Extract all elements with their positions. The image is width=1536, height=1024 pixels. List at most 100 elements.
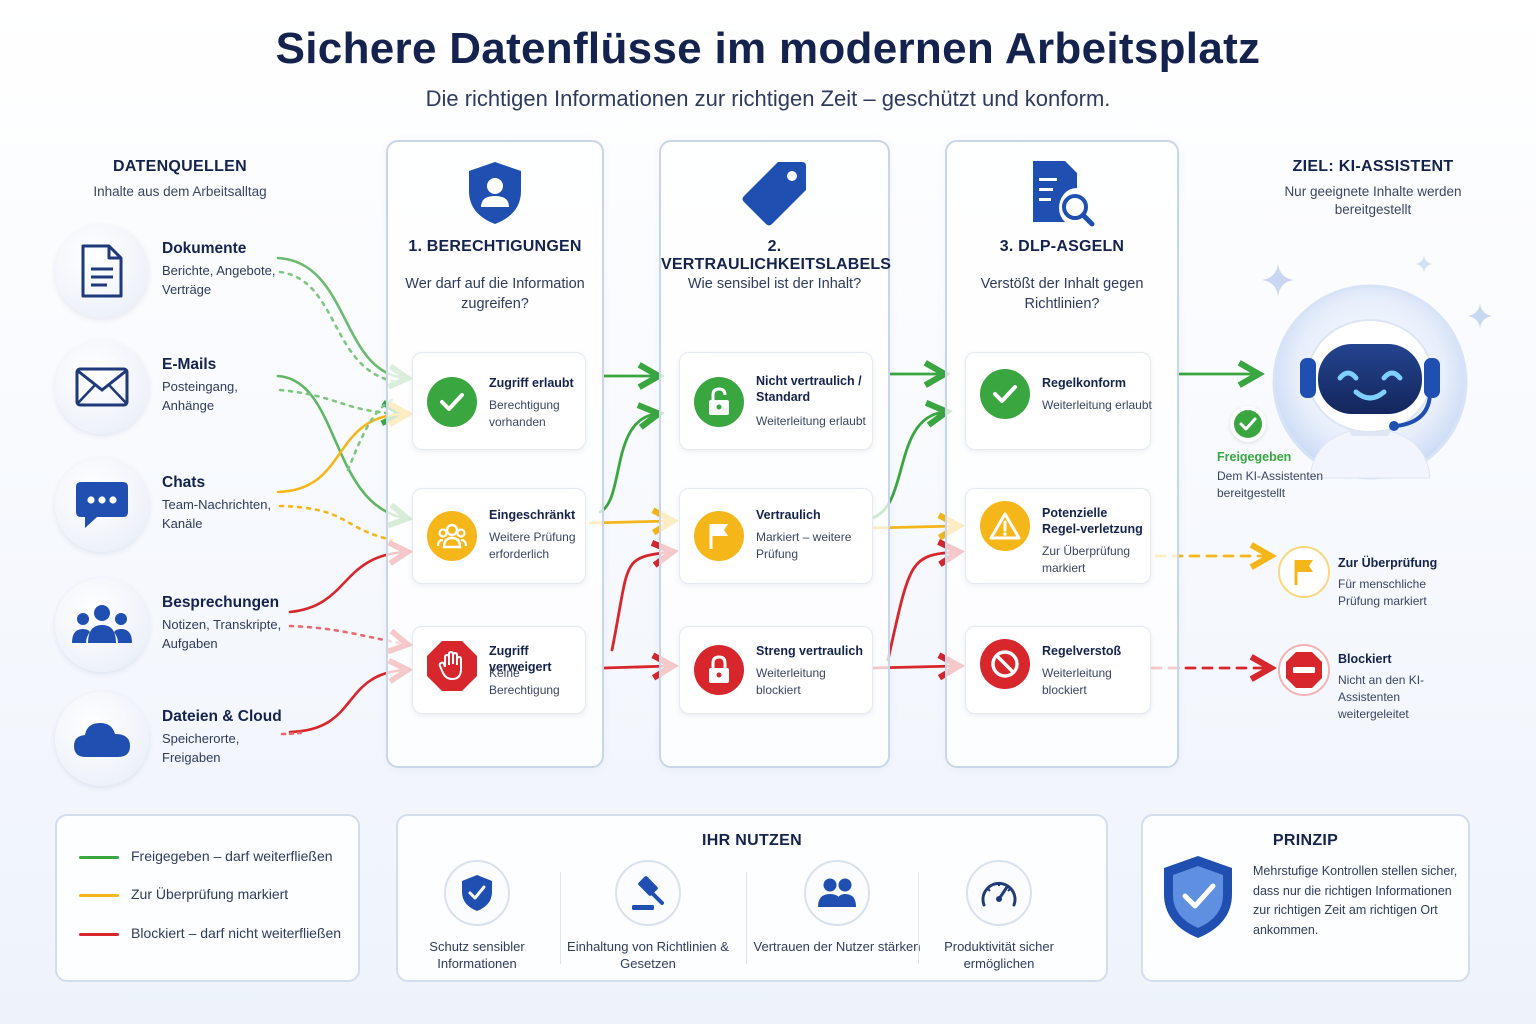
principle-panel: PRINZIP Mehrstufige Kontrollen stellen s… — [1141, 814, 1470, 982]
lock-icon — [694, 645, 744, 695]
approved-check-icon — [1230, 406, 1266, 442]
card-title: Eingeschränkt — [489, 508, 576, 522]
card-desc: Weiterleitung erlaubt — [1042, 398, 1152, 412]
cloud-icon — [55, 692, 149, 786]
flag-icon — [694, 511, 744, 561]
benefit-label: Produktivität sicher ermöglichen — [944, 939, 1054, 971]
card-strictly-confidential[interactable]: Streng vertraulich Weiterleitung blockie… — [679, 626, 873, 714]
card-access-allowed[interactable]: Zugriff erlaubt Berechtigung vorhanden — [412, 352, 586, 450]
card-title: Potenzielle Regel-verletzung — [1042, 506, 1143, 536]
card-desc: Markiert – weitere Prüfung — [756, 530, 852, 561]
card-desc: Weitere Prüfung erforderlich — [489, 530, 576, 561]
source-emails[interactable]: E-Mails Posteingang, Anhänge — [55, 340, 315, 436]
document-search-icon — [947, 158, 1177, 228]
legend-label: Zur Überprüfung markiert — [131, 886, 289, 902]
users-icon — [804, 860, 870, 926]
column-question: Wie sensibel ist der Inhalt? — [687, 276, 862, 292]
review-desc: Für menschliche Prüfung markiert — [1338, 577, 1427, 608]
card-desc: Keine Berechtigung — [489, 666, 560, 697]
shield-user-icon — [388, 160, 602, 226]
benefit-productivity: Produktivität sicher ermöglichen — [914, 860, 1084, 972]
column-dlp-rules: 3. DLP-ASGELN Verstößt der Inhalt gegen … — [945, 140, 1179, 768]
legend-line-red — [79, 933, 119, 936]
card-desc: Weiterleitung erlaubt — [756, 414, 866, 428]
source-meetings[interactable]: Besprechungen Notizen, Transkripte, Aufg… — [55, 578, 315, 674]
column-sensitivity-labels: 2. VERTRAULICHKEITSLABELS Wie sensibel i… — [659, 140, 892, 768]
legend: Freigegeben – darf weiterfließen Zur Übe… — [55, 814, 360, 982]
check-icon — [980, 369, 1030, 419]
source-files-cloud[interactable]: Dateien & Cloud Speicherorte, Freigaben — [55, 692, 315, 788]
source-documents[interactable]: Dokumente Berichte, Angebote, Verträge — [55, 224, 315, 320]
column-question: Verstößt der Inhalt gegen Richtlinien? — [980, 276, 1144, 312]
benefit-divider — [746, 872, 747, 964]
target-subheading: Nur geeignete Inhalte werden bereitgeste… — [1284, 184, 1462, 217]
card-desc: Zur Überprüfung markiert — [1042, 544, 1131, 575]
legend-line-green — [79, 856, 119, 859]
chat-icon — [55, 458, 149, 552]
principle-text: Mehrstufige Kontrollen stellen sicher, d… — [1253, 864, 1458, 937]
people-icon — [55, 578, 149, 672]
benefit-trust: Vertrauen der Nutzer stärken — [752, 860, 922, 955]
benefit-divider — [560, 872, 561, 964]
source-desc: Notizen, Transkripte, Aufgaben — [162, 617, 282, 651]
benefit-label: Schutz sensibler Informationen — [429, 939, 525, 971]
blocked-title: Blockiert — [1338, 652, 1392, 666]
warning-icon — [980, 501, 1030, 551]
source-title: E-Mails — [162, 356, 217, 373]
shield-check-icon — [444, 860, 510, 926]
column-question: Wer darf auf die Information zugreifen? — [405, 276, 585, 312]
card-title: Zugriff erlaubt — [489, 376, 574, 390]
benefit-compliance: Einhaltung von Richtlinien & Gesetzen — [563, 860, 733, 972]
legend-label: Blockiert – darf nicht weiterfließen — [131, 925, 342, 941]
check-icon — [427, 377, 477, 427]
sparkle-icon — [1260, 262, 1296, 298]
mail-icon — [55, 340, 149, 434]
column-permissions: 1. BERECHTIGUNGEN Wer darf auf die Infor… — [386, 140, 604, 768]
card-potential-violation[interactable]: Potenzielle Regel-verletzung Zur Überprü… — [965, 488, 1151, 584]
benefit-divider — [918, 872, 919, 964]
page-title: Sichere Datenflüsse im modernen Arbeitsp… — [275, 24, 1261, 73]
legend-label: Freigegeben – darf weiterfließen — [131, 848, 333, 864]
card-desc: Berechtigung vorhanden — [489, 398, 560, 429]
card-not-confidential[interactable]: Nicht vertraulich / Standard Weiterleitu… — [679, 352, 873, 450]
legend-line-yellow — [79, 894, 119, 897]
card-confidential[interactable]: Vertraulich Markiert – weitere Prüfung — [679, 488, 873, 584]
card-desc: Weiterleitung blockiert — [756, 666, 826, 697]
card-title: Regelverstoß — [1042, 644, 1122, 658]
sources-subheading: Inhalte aus dem Arbeitsalltag — [93, 184, 267, 199]
card-title: Zugriff verweigert — [489, 644, 552, 674]
approved-desc: Dem KI-Assistenten bereitgestellt — [1217, 469, 1324, 500]
review-flag-icon — [1278, 546, 1330, 598]
source-title: Dateien & Cloud — [162, 708, 282, 725]
column-title: 3. DLP-ASGELN — [999, 238, 1125, 255]
tag-icon — [661, 158, 888, 228]
group-icon — [427, 511, 477, 561]
card-title: Nicht vertraulich / Standard — [756, 374, 862, 404]
card-desc: Weiterleitung blockiert — [1042, 666, 1112, 697]
card-title: Streng vertraulich — [756, 644, 863, 658]
card-access-denied[interactable]: Zugriff verweigert Keine Berechtigung — [412, 626, 586, 714]
source-desc: Team-Nachrichten, Kanäle — [162, 497, 272, 531]
card-title: Vertraulich — [756, 508, 821, 522]
source-desc: Posteingang, Anhänge — [162, 379, 238, 413]
document-icon — [55, 224, 149, 318]
benefits-panel: IHR NUTZEN Schutz sensibler Informatione… — [396, 814, 1108, 982]
source-desc: Speicherorte, Freigaben — [162, 731, 240, 765]
benefit-label: Einhaltung von Richtlinien & Gesetzen — [567, 939, 729, 971]
card-restricted[interactable]: Eingeschränkt Weitere Prüfung erforderli… — [412, 488, 586, 584]
column-title: 2. VERTRAULICHKEITSLABELS — [661, 238, 892, 273]
card-rule-violation[interactable]: Regelverstoß Weiterleitung blockiert — [965, 626, 1151, 714]
card-rule-compliant[interactable]: Regelkonform Weiterleitung erlaubt — [965, 352, 1152, 450]
source-title: Besprechungen — [162, 594, 280, 611]
source-desc: Berichte, Angebote, Verträge — [162, 263, 276, 297]
ai-assistant-avatar — [1270, 282, 1470, 482]
benefits-heading: IHR NUTZEN — [702, 832, 802, 849]
hand-stop-icon — [427, 641, 477, 691]
principle-heading: PRINZIP — [1272, 832, 1339, 849]
blocked-icon — [1278, 644, 1330, 696]
source-chats[interactable]: Chats Team-Nachrichten, Kanäle — [55, 458, 315, 554]
sparkle-icon — [1414, 254, 1434, 274]
benefit-label: Vertrauen der Nutzer stärken — [753, 939, 921, 954]
blocked-desc: Nicht an den KI-Assistenten weitergeleit… — [1338, 673, 1425, 721]
prohibited-icon — [980, 639, 1030, 689]
